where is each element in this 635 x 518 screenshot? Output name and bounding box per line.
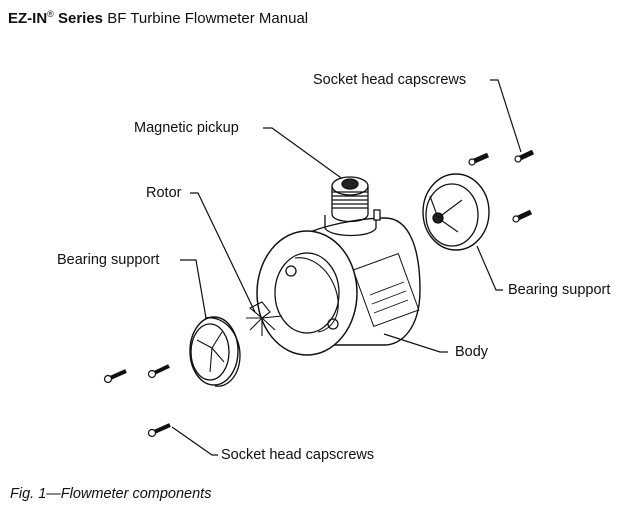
- series-label: Series: [57, 10, 104, 27]
- callout-body: Body: [455, 344, 489, 360]
- callout-bearing-support-left: Bearing support: [57, 252, 160, 268]
- capscrew: [147, 423, 171, 438]
- callout-rotor: Rotor: [146, 185, 182, 201]
- registered-mark: ®: [47, 9, 54, 19]
- callout-capscrews-bottom: Socket head capscrews: [221, 447, 375, 463]
- leader-bearing-right: [476, 245, 503, 291]
- bearing-support-right-part: [422, 173, 490, 251]
- capscrew: [514, 149, 535, 163]
- leader-bearing-left: [180, 259, 207, 319]
- capscrews: [103, 149, 535, 438]
- manual-title: BF Turbine Flowmeter Manual: [107, 10, 309, 27]
- bearing-support-left-part: [189, 316, 241, 387]
- leader-rotor: [190, 192, 256, 313]
- capscrew: [147, 364, 170, 379]
- capscrew: [512, 209, 533, 223]
- callout-capscrews-top: Socket head capscrews: [313, 72, 467, 88]
- leader-magnetic-pickup: [263, 127, 345, 181]
- capscrew: [103, 369, 127, 384]
- callout-bearing-support-right: Bearing support: [508, 282, 611, 298]
- leader-body: [383, 333, 448, 353]
- body-part: [256, 217, 421, 356]
- leader-capscrews-top: [490, 79, 522, 153]
- leader-capscrews-bottom: [171, 426, 218, 456]
- page-header: EZ-IN® Series BF Turbine Flowmeter Manua…: [8, 9, 308, 27]
- callout-magnetic-pickup: Magnetic pickup: [134, 120, 239, 136]
- rotor-part: [246, 301, 283, 336]
- leader-lines: [171, 79, 522, 456]
- magnetic-pickup-part: [324, 176, 381, 237]
- figure-caption: Fig. 1—Flowmeter components: [10, 486, 212, 502]
- capscrew: [468, 152, 490, 166]
- brand-name: EZ-IN: [8, 10, 48, 27]
